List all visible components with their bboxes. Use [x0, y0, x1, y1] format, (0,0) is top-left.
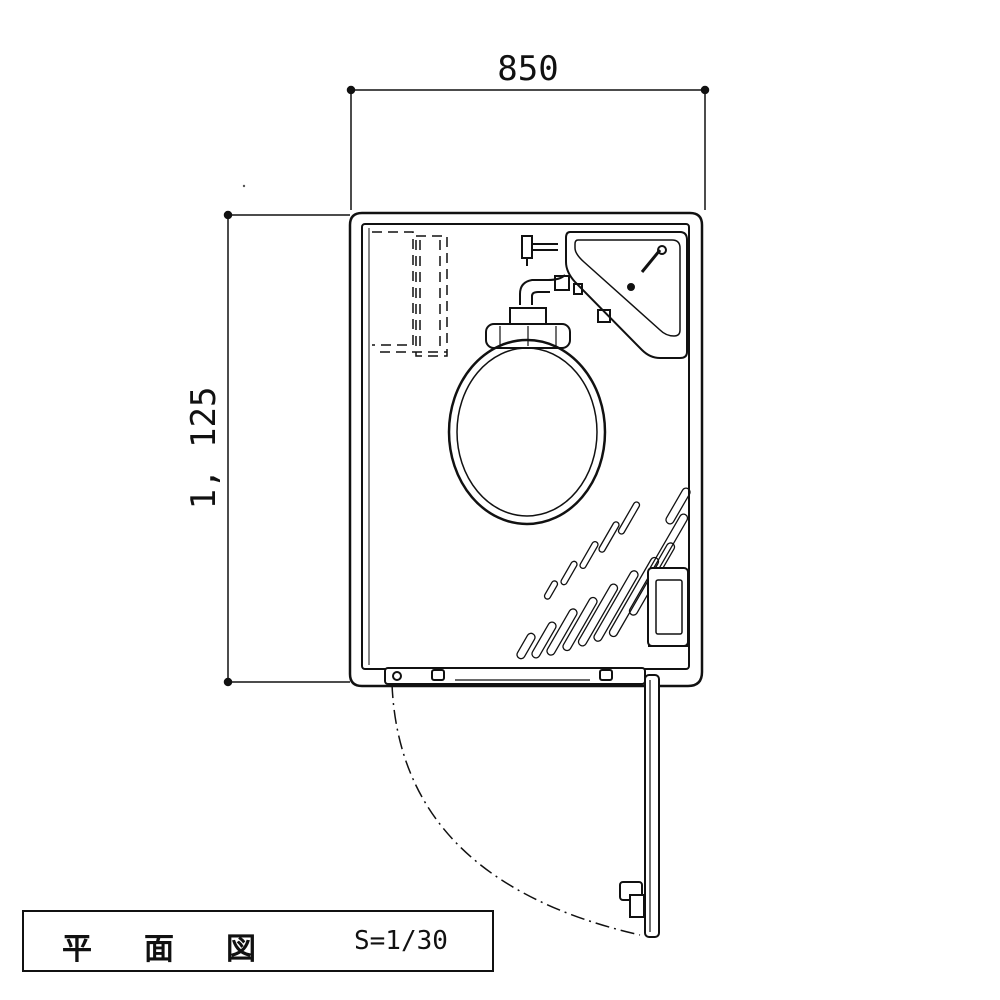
drawing-title: 平面図: [62, 932, 308, 967]
paper-holder: [647, 567, 689, 647]
width-dimension: [346, 85, 710, 210]
corner-sink: [565, 231, 688, 359]
door-leaf: [619, 674, 660, 938]
hidden-shelf-outline: [372, 231, 448, 357]
drawing-scale: S=1/30: [354, 926, 448, 956]
width-dimension-label: 850: [497, 49, 558, 89]
door-threshold: [384, 667, 646, 685]
title-block: 平面図 S=1/30: [22, 910, 494, 972]
depth-dimension-label: 1, 125: [184, 387, 224, 510]
water-supply-pipe: [519, 235, 611, 323]
toilet-bowl: [447, 307, 607, 526]
depth-dimension: [223, 210, 350, 687]
floor-slip-pattern: [516, 487, 691, 660]
stray-mark: [242, 184, 246, 188]
door-swing-arc: [391, 683, 641, 936]
